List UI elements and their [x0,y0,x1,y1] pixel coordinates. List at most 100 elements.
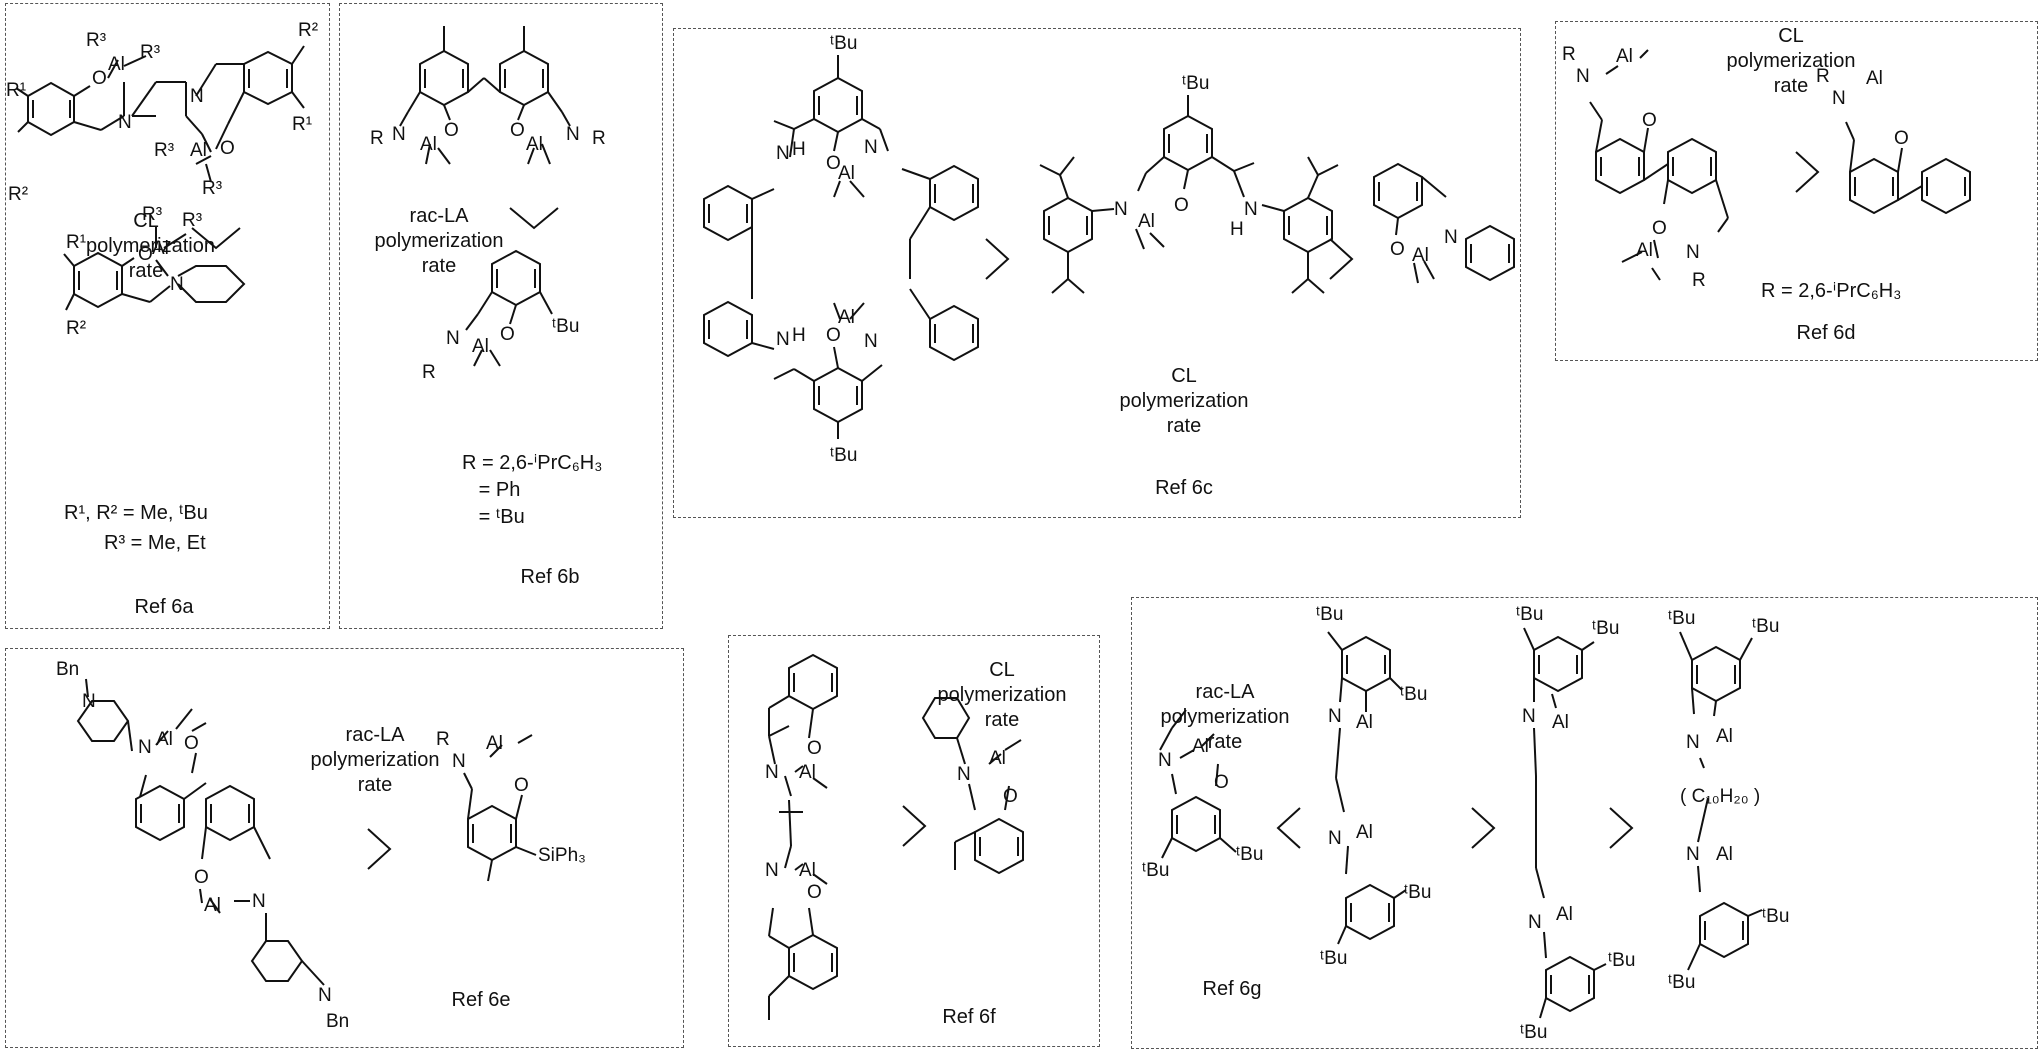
atom-r3: R³ [86,30,106,51]
atom-n: N [1328,706,1342,727]
atom-o: O [1894,128,1909,149]
atom-tbu: ᵗBu [1592,618,1619,639]
panel-ref-6b: O O Al Al N N R R O Al N R ᵗBu rac-LA po… [339,3,663,629]
dinuclear-al-piperazine-complex: O Al R³ R³ N N Al O R³ R³ R¹ R² R² R¹ O … [6,20,318,339]
rate-label: CL polymerization rate [86,210,215,282]
atom-tbu: ᵗBu [1520,1022,1547,1043]
atom-al: Al [1552,712,1569,733]
panel-ref-6g: N Al O ᵗBu ᵗBu N Al N Al ᵗBu ᵗBu ᵗBu ᵗBu [1131,597,2038,1049]
comparator-greater-than [367,828,392,870]
atom-r2: R² [66,318,86,339]
atom-h: H [1230,219,1244,240]
atom-al: Al [486,733,503,754]
atom-n: N [452,751,466,772]
atom-n: N [118,112,132,133]
atom-al: Al [1192,736,1209,757]
panel-ref-6d: N R Al O O Al N R N R Al O CL polymeriza… [1555,21,2038,361]
atom-o: O [826,153,841,174]
atom-al: Al [838,307,855,328]
atom-o: O [510,120,525,141]
atom-tbu: ᵗBu [1320,948,1347,969]
comparator-greater-than [1471,807,1496,849]
panel-ref-6e: Bn N N Al O O Al N N Bn N R Al O SiPh₃ r… [5,648,684,1048]
atom-o: O [92,68,107,89]
atom-tbu: ᵗBu [1142,860,1169,881]
atom-al: Al [799,860,816,881]
atom-n: N [190,86,204,107]
atom-n: N [1158,750,1172,771]
rate-label: CL polymerization rate [937,659,1067,731]
comparator-greater-than [985,238,1010,280]
atom-c10h20: ( C₁₀H₂₀ ) [1680,786,1760,807]
atom-n: N [82,691,96,712]
atom-tbu: ᵗBu [1516,604,1543,625]
atom-n: N [765,860,779,881]
ref-label: Ref 6e [451,989,511,1011]
atom-r: R [592,128,606,149]
r-definition-2: R³ = Me, Et [104,532,206,554]
atom-tbu: ᵗBu [1400,684,1427,705]
atom-tbu: ᵗBu [1668,972,1695,993]
atom-n: N [1686,242,1700,263]
tetralone-al-complex: N Al O N Al O N Al O [765,653,1024,1020]
panel-ref-6c: O Al N N H O Al N N H ᵗBu ᵗBu N Al O N [673,28,1521,518]
atom-al: Al [1866,68,1883,89]
atom-n: N [1522,706,1536,727]
atom-r3: R³ [182,210,202,231]
atom-r3: R³ [154,140,174,161]
atom-o: O [807,882,822,903]
atom-bn: Bn [56,659,79,680]
macrocyclic-al-complex: O Al N N H O Al N N H ᵗBu ᵗBu N Al O N [703,33,1515,466]
atom-h: H [792,325,806,346]
comparator-less-than [191,227,241,250]
atom-o: O [138,244,153,265]
atom-n: N [1576,66,1590,87]
ref-label: Ref 6g [1202,978,1262,1000]
atom-n: N [1444,227,1458,248]
atom-n: N [392,124,406,145]
atom-o: O [514,775,529,796]
rate-label: rac-LA polymerization rate [310,724,440,796]
atom-r: R [1816,66,1830,87]
atom-o: O [1390,239,1405,260]
atom-n: N [1832,88,1846,109]
atom-tbu: ᵗBu [552,316,579,337]
atom-n: N [1528,912,1542,933]
atom-r: R [370,128,384,149]
rate-label: CL polymerization rate [1726,25,1856,97]
panel-ref-6a: O Al R³ R³ N N Al O R³ R³ R¹ R² R² R¹ O … [5,3,330,629]
atom-tbu: ᵗBu [1668,608,1695,629]
atom-o: O [1652,218,1667,239]
ref-label: Ref 6c [1155,477,1213,499]
atom-tbu: ᵗBu [830,33,857,54]
panel-ref-6f: N Al O N Al O N Al O CL polymerization r… [728,635,1100,1047]
atom-al: Al [989,748,1006,769]
atom-o: O [220,138,235,159]
atom-al: Al [204,895,221,916]
atom-n: N [864,331,878,352]
atom-o: O [1214,772,1229,793]
biaryl-al-complex: N R Al O O Al N R N R Al O [1562,44,1971,291]
atom-n: N [864,137,878,158]
atom-al: Al [799,762,816,783]
atom-o: O [1003,786,1018,807]
r-definition-1: R¹, R² = Me, ᵗBu [64,502,208,524]
atom-n: N [957,764,971,785]
atom-o: O [184,733,199,754]
atom-o: O [1642,110,1657,131]
atom-bn: Bn [326,1011,349,1032]
atom-r2: R² [298,20,318,41]
atom-r: R [1562,44,1576,65]
atom-n: N [1686,844,1700,865]
bis-aldiminate-complex: O O Al Al N N R R O Al N R ᵗBu [370,26,606,383]
atom-r3: R³ [202,178,222,199]
atom-n: N [138,737,152,758]
atom-tbu: ᵗBu [1404,882,1431,903]
atom-r3: R³ [142,204,162,225]
atom-tbu: ᵗBu [1752,616,1779,637]
atom-n: N [170,274,184,295]
atom-n: N [318,985,332,1006]
atom-al: Al [1716,844,1733,865]
atom-r3: R³ [140,42,160,63]
atom-r1: R¹ [6,80,26,101]
